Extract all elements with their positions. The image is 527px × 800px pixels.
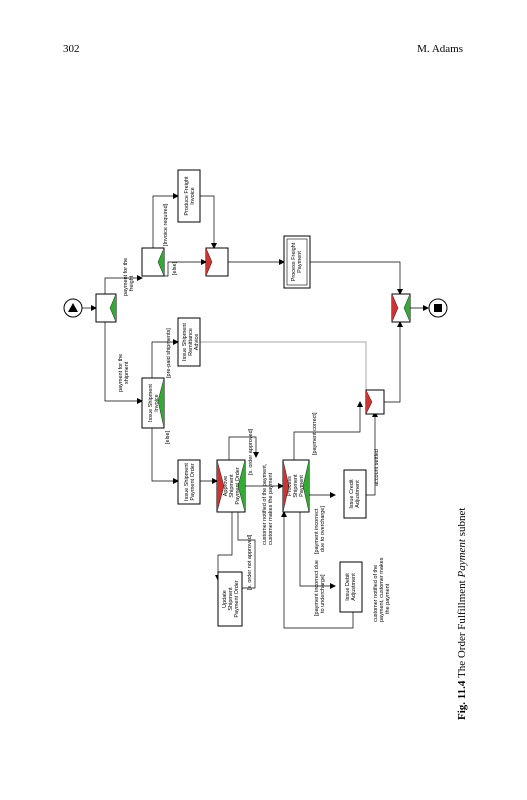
end-condition — [428, 298, 448, 318]
update-payment-order-task — [217, 571, 243, 627]
label-produce-freight-invoice: Produce FreightInvoice — [184, 176, 196, 216]
process-freight-payment-task — [283, 235, 311, 289]
label-process-shipment-payment: ProcessShipmentPayment — [287, 474, 305, 498]
label-payment-freight: payment for thefreight — [123, 258, 135, 296]
label-issue-shipment-invoice: Issue ShipmentInvoice — [148, 384, 160, 422]
label-issue-debit: Issue DebitAdjustment — [345, 573, 357, 601]
running-head-author: M. Adams — [417, 43, 463, 55]
label-account-settled: account settled — [374, 449, 380, 486]
issue-payment-order-task — [177, 459, 201, 505]
freight-gateway — [141, 247, 165, 277]
issue-shipment-invoice-task — [141, 377, 165, 429]
label-payment-shipment: payment for theshipment — [118, 354, 130, 392]
label-undercharge: [payment incorrect dueto undercharge] — [314, 560, 326, 616]
label-customer-notified-bottom: customer notified of thepayment, custome… — [373, 557, 391, 622]
split-gateway-start — [95, 293, 117, 323]
label-customer-notified: customer notified of the payment,custome… — [262, 463, 274, 545]
label-overcharge: [payment incorrectdue to overcharge] — [314, 506, 326, 554]
label-else-mid: [else] — [165, 430, 171, 444]
produce-freight-invoice-task — [177, 169, 201, 223]
shipment-join — [365, 389, 385, 415]
issue-credit-task — [343, 469, 367, 519]
label-pre-paid: [pre-paid shipments] — [166, 328, 172, 378]
label-s-order-not-approved: [s. order not approved] — [247, 534, 253, 590]
label-update-payment-order: UpdateShipmentPayment Order — [222, 580, 240, 617]
approve-payment-order-task — [216, 459, 246, 513]
label-issue-payment-order: Issue ShipmentPayment Order — [184, 463, 196, 501]
label-invoice-required: [Invoice required] — [163, 203, 169, 246]
label-else-top: [else] — [172, 261, 178, 275]
final-join — [391, 293, 411, 323]
freight-join — [205, 247, 229, 277]
process-shipment-payment-task — [282, 459, 310, 513]
page-number: 302 — [63, 43, 80, 55]
label-s-order-approved: [s. order approved] — [248, 428, 254, 475]
label-process-freight-payment: Process FreightPayment — [291, 242, 303, 281]
label-issue-remittance: Issue ShipmentRemittanceAdvice — [182, 323, 200, 361]
label-payment-correct: [payment correct] — [312, 412, 318, 455]
label-issue-credit: Issue CreditAdjustment — [349, 479, 361, 509]
start-condition — [63, 298, 83, 318]
issue-debit-task — [339, 561, 363, 613]
issue-remittance-task — [177, 317, 201, 367]
label-approve-payment-order: ApproveShipmentPayment Order — [223, 467, 241, 504]
